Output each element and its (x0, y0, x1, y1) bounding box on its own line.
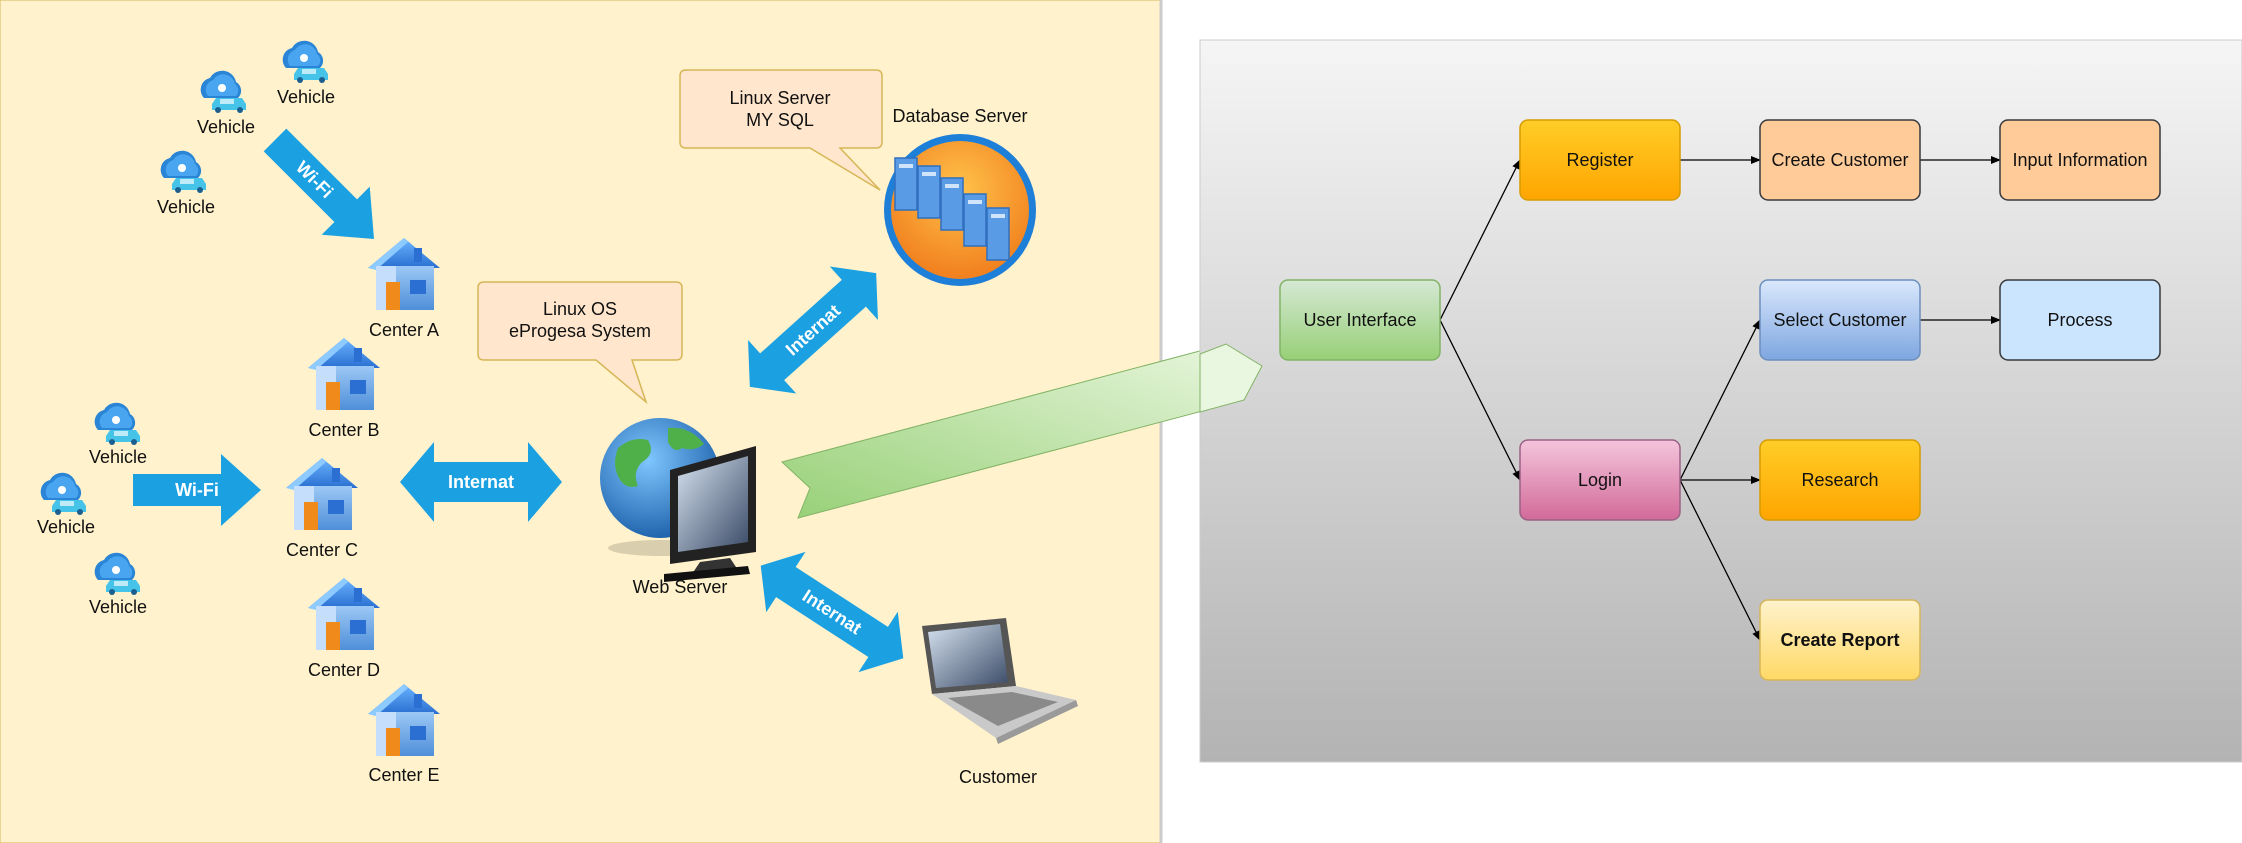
wifi-label-lower: Wi-Fi (175, 480, 219, 500)
select-customer-box[interactable]: Select Customer (1759, 279, 1921, 361)
create-report-box[interactable]: Create Report (1759, 599, 1921, 681)
create-customer-box[interactable]: Create Customer (1759, 119, 1921, 201)
internet-arrow-centers: Internat (400, 442, 562, 522)
database-server-label: Database Server (892, 106, 1027, 126)
research-label: Research (1801, 470, 1878, 490)
vehicle-label: Vehicle (157, 197, 215, 217)
laptop-icon (922, 618, 1078, 744)
center-label: Center B (308, 420, 379, 440)
vehicle-label: Vehicle (89, 447, 147, 467)
internet-label-centers: Internat (448, 472, 514, 492)
callout-linux-os-line2: eProgesa System (509, 321, 651, 341)
center-label: Center C (286, 540, 358, 560)
center-label: Center D (308, 660, 380, 680)
center-label: Center A (369, 320, 439, 340)
callout-linux-server-line2: MY SQL (746, 110, 814, 130)
input-information-box[interactable]: Input Information (1999, 119, 2161, 201)
vehicle-label: Vehicle (37, 517, 95, 537)
create-customer-label: Create Customer (1771, 150, 1908, 170)
database-server-icon (884, 134, 1036, 286)
web-server-label: Web Server (633, 577, 728, 597)
user-interface-label: User Interface (1303, 310, 1416, 330)
customer-label: Customer (959, 767, 1037, 787)
center-label: Center E (368, 765, 439, 785)
register-label: Register (1566, 150, 1633, 170)
callout-linux-os-line1: Linux OS (543, 299, 617, 319)
user-interface-box[interactable]: User Interface (1279, 279, 1441, 361)
wifi-arrow-lower: Wi-Fi (133, 454, 261, 526)
login-label: Login (1578, 470, 1622, 490)
vehicle-label: Vehicle (277, 87, 335, 107)
callout-linux-os: Linux OS eProgesa System (477, 281, 683, 405)
callout-linux-server-line1: Linux Server (729, 88, 830, 108)
web-server-icon (600, 418, 756, 582)
process-box[interactable]: Process (1999, 279, 2161, 361)
flow-connectors (1439, 156, 2001, 641)
callout-linux-server: Linux Server MY SQL (679, 69, 883, 191)
research-box[interactable]: Research (1759, 439, 1921, 521)
register-box[interactable]: Register (1519, 119, 1681, 201)
process-label: Process (2047, 310, 2112, 330)
login-box[interactable]: Login (1519, 439, 1681, 521)
input-information-label: Input Information (2012, 150, 2147, 170)
select-customer-label: Select Customer (1773, 310, 1906, 330)
vehicle-label: Vehicle (89, 597, 147, 617)
vehicle-label: Vehicle (197, 117, 255, 137)
create-report-label: Create Report (1780, 630, 1899, 650)
